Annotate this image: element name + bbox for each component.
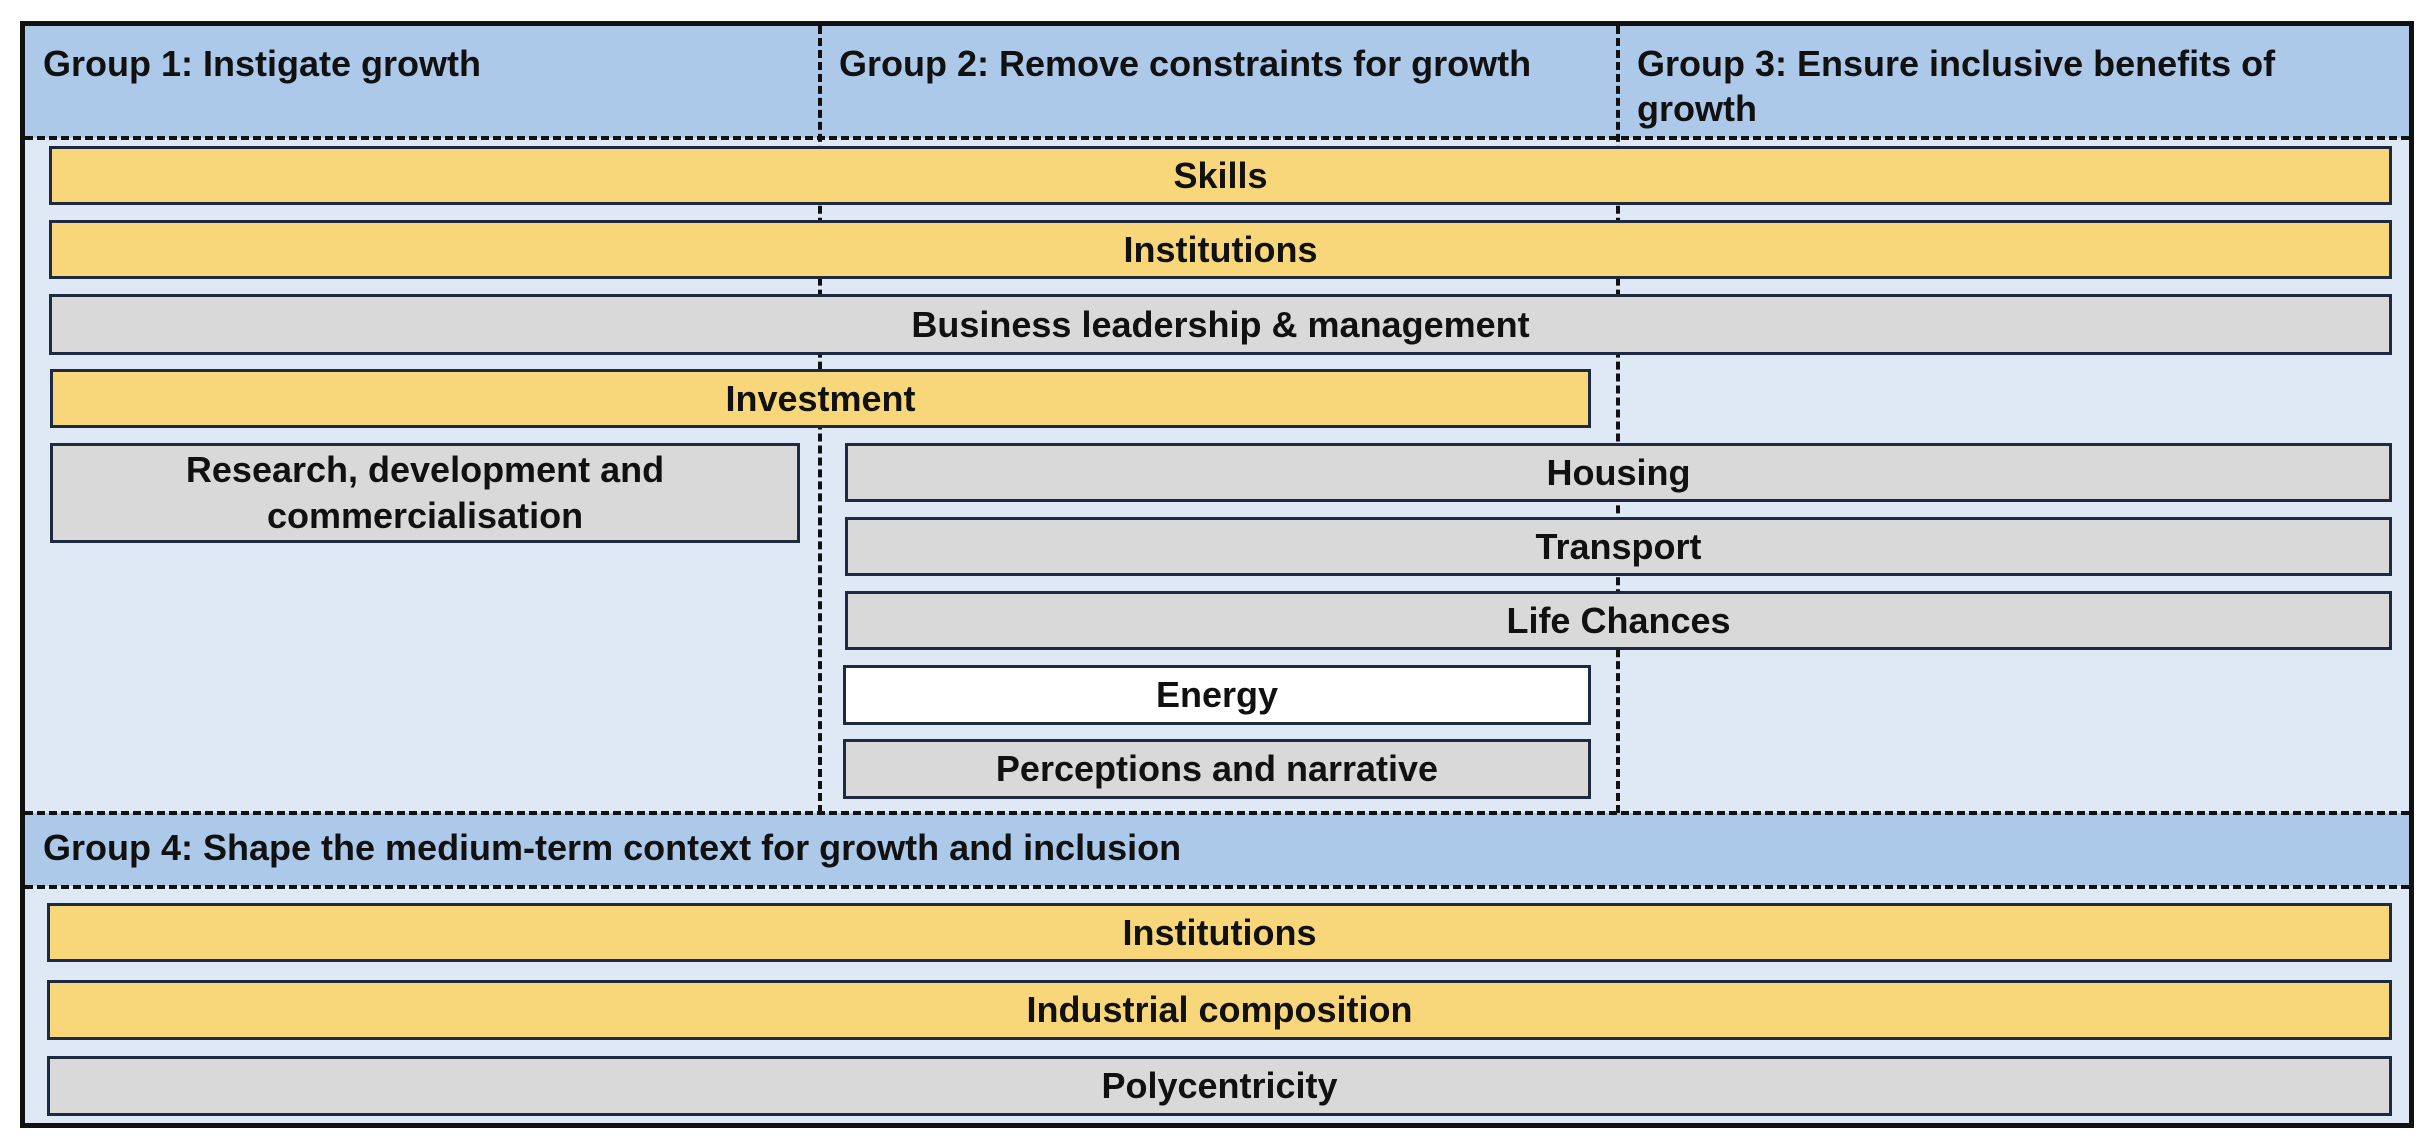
- housing-bar: Housing: [845, 443, 2392, 502]
- transport-bar: Transport: [845, 517, 2392, 576]
- group-2-title: Group 2: Remove constraints for growth: [839, 43, 1532, 84]
- polycentricity-label: Polycentricity: [1101, 1065, 1338, 1106]
- industrial-composition-label: Industrial composition: [1026, 989, 1413, 1030]
- group-1-header: Group 1: Instigate growth: [25, 26, 821, 138]
- housing-label: Housing: [1546, 451, 1691, 493]
- skills-bar: Skills: [49, 146, 2392, 205]
- industrial-composition-bar: Industrial composition: [47, 980, 2392, 1040]
- header-divider-top: [25, 136, 2409, 140]
- group-4-title: Group 4: Shape the medium-term context f…: [43, 827, 1182, 868]
- business-leadership-label: Business leadership & management: [911, 303, 1530, 345]
- business-leadership-bar: Business leadership & management: [49, 294, 2392, 355]
- group-3-header: Group 3: Ensure inclusive benefits of gr…: [1619, 26, 2409, 138]
- column-divider-2: [1616, 26, 1620, 813]
- group-4-divider-bottom: [25, 885, 2409, 889]
- investment-bar: Investment: [50, 369, 1591, 428]
- group-3-title: Group 3: Ensure inclusive benefits of gr…: [1637, 43, 2276, 129]
- institutions-label-top: Institutions: [1123, 228, 1318, 270]
- life-chances-label: Life Chances: [1506, 599, 1731, 641]
- life-chances-bar: Life Chances: [845, 591, 2392, 650]
- investment-label: Investment: [725, 377, 916, 419]
- energy-label: Energy: [1155, 674, 1279, 715]
- polycentricity-bar: Polycentricity: [47, 1056, 2392, 1116]
- institutions-bar-bottom: Institutions: [47, 903, 2392, 962]
- transport-label: Transport: [1535, 525, 1702, 567]
- group-4-divider-top: [25, 811, 2409, 815]
- skills-label: Skills: [1173, 154, 1268, 196]
- group-2-header: Group 2: Remove constraints for growth: [821, 26, 1619, 138]
- energy-box: Energy: [843, 665, 1591, 725]
- perceptions-label: Perceptions and narrative: [995, 748, 1439, 789]
- research-box: Research, development and commercialisat…: [50, 443, 800, 543]
- group-1-title: Group 1: Instigate growth: [43, 43, 481, 84]
- group-4-header: Group 4: Shape the medium-term context f…: [25, 813, 2409, 886]
- research-label: Research, development and commercialisat…: [185, 449, 665, 536]
- perceptions-box: Perceptions and narrative: [843, 739, 1591, 799]
- institutions-label-bottom: Institutions: [1122, 911, 1317, 953]
- institutions-bar-top: Institutions: [49, 220, 2392, 279]
